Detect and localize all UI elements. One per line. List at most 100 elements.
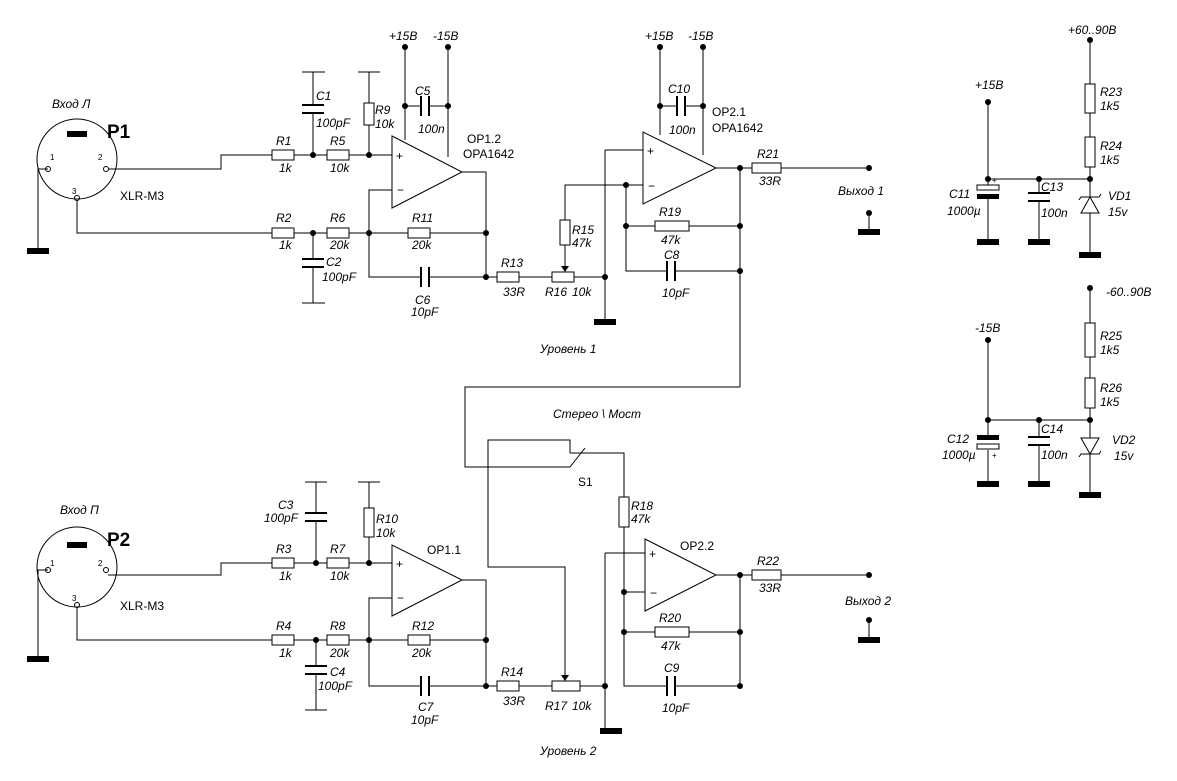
vd2-value: 15v xyxy=(1114,449,1134,463)
r15-value: 47k xyxy=(572,236,592,250)
op1-2-minus: − xyxy=(397,183,404,197)
wires xyxy=(27,40,1101,734)
r1-ref: R1 xyxy=(276,134,291,148)
capacitor-c3 xyxy=(305,512,327,522)
r7-ref: R7 xyxy=(330,542,347,556)
r9-value: 10k xyxy=(375,117,395,131)
r18-ref: R18 xyxy=(631,499,653,513)
rail-pos-high: +60..90В xyxy=(1068,23,1116,37)
c5-value: 100n xyxy=(418,122,445,136)
resistor-r12 xyxy=(407,634,431,646)
r8-ref: R8 xyxy=(330,619,346,633)
r3-value: 1k xyxy=(279,569,293,583)
opamp-op2-1: + − xyxy=(642,131,718,205)
c10-value: 100n xyxy=(669,123,696,137)
input-right-label: Вход П xyxy=(60,503,99,517)
op2-2-ref: OP2.2 xyxy=(680,539,714,553)
rail-pos15-op1: +15В xyxy=(389,29,417,43)
r17-value: 10k xyxy=(572,699,592,713)
resistor-r22 xyxy=(751,569,782,581)
c2-value: 100pF xyxy=(322,270,357,284)
r13-ref: R13 xyxy=(501,256,523,270)
r24-ref: R24 xyxy=(1100,139,1122,153)
capacitor-c4 xyxy=(305,665,327,675)
c12-polarity: + xyxy=(992,451,997,460)
r11-ref: R11 xyxy=(412,211,433,225)
r12-ref: R12 xyxy=(412,619,434,633)
resistor-r25 xyxy=(1084,322,1096,358)
r25-value: 1k5 xyxy=(1100,343,1120,357)
capacitor-c5 xyxy=(420,96,430,116)
r10-ref: R10 xyxy=(376,512,398,526)
r8-value: 20k xyxy=(329,646,350,660)
op2-1-part: OPA1642 xyxy=(712,121,763,135)
r23-ref: R23 xyxy=(1100,85,1122,99)
resistor-r16-pot xyxy=(551,266,575,283)
r4-value: 1k xyxy=(279,646,293,660)
rail-pos15-op2: +15В xyxy=(645,29,673,43)
r26-value: 1k5 xyxy=(1100,395,1120,409)
r16-value: 10k xyxy=(572,285,592,299)
r19-ref: R19 xyxy=(659,205,681,219)
p1-connector-type: XLR-M3 xyxy=(120,189,164,203)
c1-ref: C1 xyxy=(316,89,331,103)
r1-value: 1k xyxy=(279,161,293,175)
resistor-r13 xyxy=(496,271,520,283)
r7-value: 10k xyxy=(330,569,350,583)
c9-ref: C9 xyxy=(664,661,680,675)
r15-ref: R15 xyxy=(572,223,594,237)
c7-value: 10pF xyxy=(411,713,439,727)
p1-pin3-label: 3 xyxy=(72,187,77,196)
op1-1-minus: − xyxy=(397,591,404,605)
output-1-label: Выход 1 xyxy=(838,184,884,198)
capacitor-c11: + xyxy=(976,176,1000,199)
c14-ref: C14 xyxy=(1041,422,1063,436)
opamp-op2-2: + − xyxy=(644,538,718,612)
rail-neg15-op1: -15В xyxy=(433,29,458,43)
c6-value: 10pF xyxy=(411,305,439,319)
resistor-r10 xyxy=(363,507,375,538)
c3-ref: C3 xyxy=(278,498,294,512)
c12-value: 1000µ xyxy=(942,448,976,462)
r5-value: 10k xyxy=(330,161,350,175)
switch-title: Стерео \ Мост xyxy=(553,407,641,421)
switch-ref: S1 xyxy=(578,475,593,489)
op2-2-plus: + xyxy=(649,547,656,561)
opamp-op1-2: + − xyxy=(391,135,464,209)
resistor-r15 xyxy=(559,219,571,246)
r17-ref: R17 xyxy=(545,699,568,713)
r21-value: 33R xyxy=(759,174,781,188)
capacitor-c7 xyxy=(420,676,430,696)
r9-ref: R9 xyxy=(375,103,391,117)
r10-value: 10k xyxy=(376,526,396,540)
c8-ref: C8 xyxy=(664,248,680,262)
resistor-r8 xyxy=(326,634,350,646)
op2-1-minus: − xyxy=(648,179,655,193)
rail-neg15-supply: -15В xyxy=(975,321,1000,335)
resistor-r6 xyxy=(326,227,350,239)
r23-value: 1k5 xyxy=(1100,99,1120,113)
p1-pin1-label: 1 xyxy=(50,153,55,162)
c8-value: 10pF xyxy=(662,286,690,300)
op1-2-ref: OP1.2 xyxy=(467,132,501,146)
capacitor-c1 xyxy=(302,104,324,114)
capacitor-c9 xyxy=(666,676,676,696)
resistor-r14 xyxy=(496,680,520,692)
zener-diode-vd1 xyxy=(1078,193,1102,214)
resistor-r19 xyxy=(654,220,690,232)
r19-value: 47k xyxy=(661,233,681,247)
op2-1-ref: OP2.1 xyxy=(712,105,746,119)
c4-ref: C4 xyxy=(330,665,346,679)
c11-polarity: + xyxy=(992,176,997,185)
r18-value: 47k xyxy=(631,512,651,526)
vd1-ref: VD1 xyxy=(1108,189,1131,203)
r14-value: 33R xyxy=(503,694,525,708)
level-1-label: Уровень 1 xyxy=(539,342,596,356)
capacitor-c14 xyxy=(1028,436,1050,446)
c7-ref: C7 xyxy=(418,700,435,714)
connector-p2: 1 2 3 xyxy=(36,526,118,608)
op1-2-part: OPA1642 xyxy=(463,147,514,161)
resistor-r23 xyxy=(1084,83,1096,114)
c9-value: 10pF xyxy=(662,701,690,715)
r12-value: 20k xyxy=(411,646,432,660)
